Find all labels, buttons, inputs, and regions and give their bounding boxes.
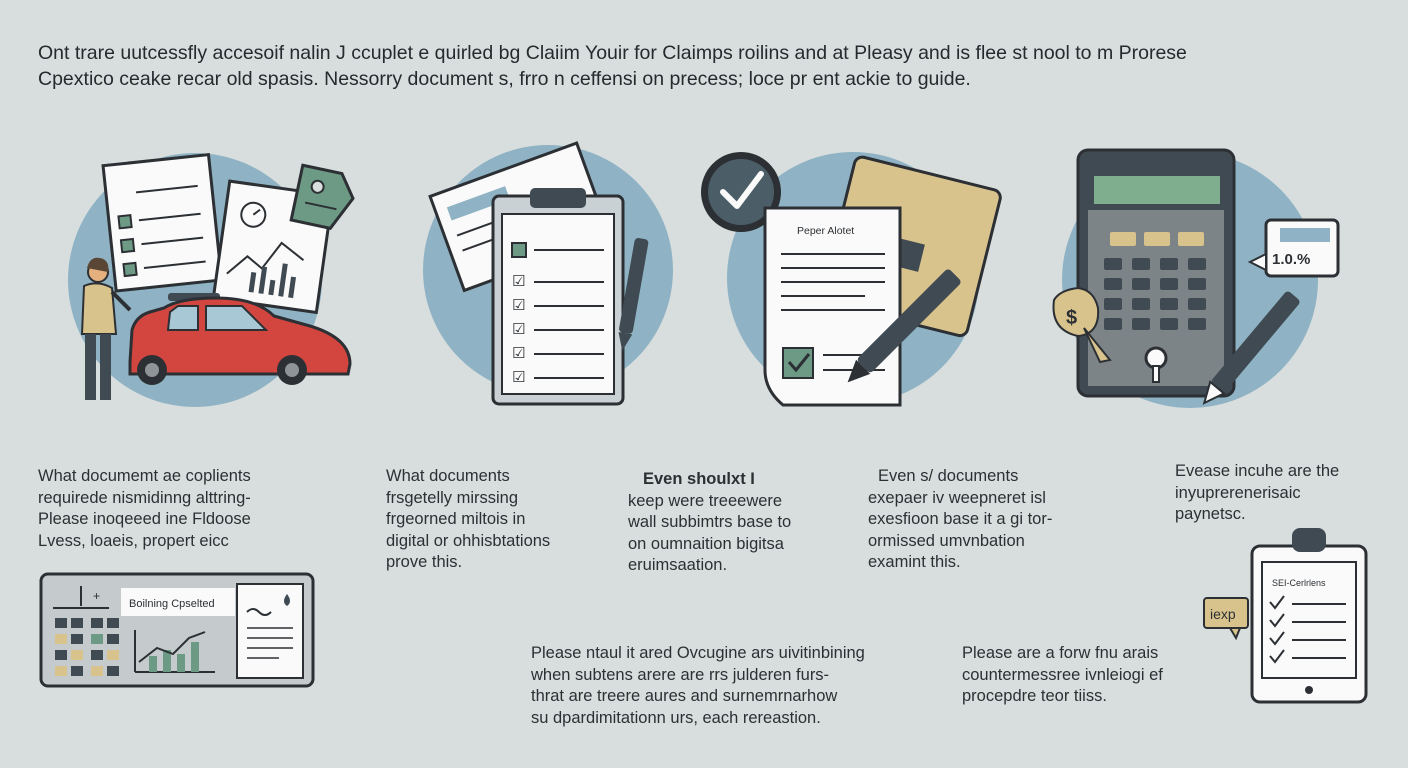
column-4-line: Even s/ documents bbox=[878, 467, 1019, 485]
column-3-text: Even shoulxt I keep were treeewere wall … bbox=[628, 469, 791, 577]
column-5-text: Evease incuhe are the inyuprerenerisaic … bbox=[1175, 461, 1339, 526]
dashboard-grid-buttons bbox=[55, 618, 119, 676]
dashboard-label: Boilning Cpselted bbox=[129, 598, 215, 610]
svg-text:☑: ☑ bbox=[512, 273, 525, 290]
column-1-line: Lvess, loaeis, propert eicc bbox=[38, 531, 229, 550]
checklist-items: ☑ ☑ ☑ ☑ ☑ bbox=[511, 242, 604, 386]
column-3-line: on oumnaition bigitsa bbox=[628, 534, 784, 553]
column-1-line: What documemt ae coplients bbox=[38, 467, 251, 485]
column-3-line: eruimsaation. bbox=[628, 556, 728, 574]
intro-line-1: Ont trare uutcessfly accesoif nalin J cc… bbox=[38, 42, 1187, 64]
settings-icon: + bbox=[53, 586, 109, 609]
calculator-percentage: 1.0.% bbox=[1272, 251, 1310, 268]
column-3-heading: Even shoulxt I bbox=[643, 470, 755, 488]
column-1-line: Please inoqeeed ine Fldoose bbox=[38, 510, 251, 528]
paper-checkbox-icon bbox=[782, 347, 814, 379]
bottom-left-line: su dpardimitationn urs, each rereastion. bbox=[531, 708, 821, 727]
dashboard-bar-chart-icon bbox=[134, 630, 215, 673]
clipboard-checklist-illustration: ☑ ☑ ☑ ☑ ☑ bbox=[423, 141, 673, 406]
pen-icon-2 bbox=[1202, 291, 1300, 405]
column-4-line: exepaer iv weepneret isl bbox=[868, 488, 1046, 507]
clipboard-clip-icon bbox=[530, 188, 586, 208]
column-2-line: prove this. bbox=[386, 553, 463, 571]
bottom-left-line: thrat are treere aures and surnemrnarhow bbox=[531, 687, 838, 705]
check-badge-icon bbox=[701, 152, 781, 232]
column-1-text: What documemt ae coplients requirede nis… bbox=[38, 466, 251, 552]
dashboard-report-card bbox=[236, 583, 304, 679]
dashboard-label-box bbox=[121, 588, 235, 616]
intro-paragraph: Ont trare uutcessfly accesoif nalin J cc… bbox=[38, 40, 1378, 92]
tablet-checklist-items bbox=[1269, 595, 1346, 664]
bottom-right-line: procepdre teor tiiss. bbox=[962, 687, 1107, 705]
tablet-badge-label: iexp bbox=[1210, 606, 1236, 622]
approved-paper-illustration: Peper Alotet bbox=[701, 152, 1002, 407]
percent-tag: 1.0.% bbox=[1247, 218, 1340, 278]
bottom-left-paragraph: Please ntaul it ared Ovcugine ars uiviti… bbox=[531, 643, 865, 729]
column-3-line: keep were treeewere bbox=[628, 491, 783, 510]
calculator-illustration: $ 1.0.% bbox=[1052, 148, 1340, 408]
svg-text:☑: ☑ bbox=[512, 345, 525, 362]
tablet-clip-icon bbox=[1292, 528, 1326, 552]
red-car-icon bbox=[128, 293, 352, 385]
calculator-keys bbox=[1104, 232, 1206, 330]
svg-text:☑: ☑ bbox=[512, 321, 525, 338]
column-3-line: wall subbimtrs base to bbox=[628, 513, 792, 531]
svg-text:☑: ☑ bbox=[512, 369, 525, 386]
paper-document-title: Peper Alotet bbox=[797, 225, 854, 237]
column-4-line: examint this. bbox=[868, 553, 961, 571]
bottom-left-line: Please ntaul it ared Ovcugine ars uiviti… bbox=[531, 644, 865, 662]
column-4-text: Even s/ documents exepaer iv weepneret i… bbox=[868, 466, 1052, 574]
column-4-line: exesfioon base it a gi tor- bbox=[868, 510, 1053, 528]
bottom-right-paragraph: Please are a forw fnu arais countermessr… bbox=[962, 643, 1163, 708]
bottom-left-line: when subtens arere are rrs julderen furs… bbox=[531, 665, 830, 684]
svg-text:+: + bbox=[93, 589, 100, 603]
column-1-line: requirede nismidinng alttring- bbox=[38, 488, 251, 507]
column-5-line: paynetsc. bbox=[1175, 505, 1246, 523]
column-4-line: ormissed umvnbation bbox=[868, 531, 1025, 550]
column-5-line: inyuprerenerisaic bbox=[1175, 483, 1301, 502]
pencil-icon bbox=[847, 269, 961, 383]
calculator-screen bbox=[1094, 176, 1220, 204]
checklist-document-icon bbox=[101, 152, 224, 293]
column-2-line: What documents bbox=[386, 467, 510, 485]
column-2-text: What documents frsgetelly mirssing frgeo… bbox=[386, 466, 550, 574]
column-2-line: frsgetelly mirssing bbox=[386, 488, 519, 507]
column-2-line: frgeorned miltois in bbox=[386, 510, 526, 528]
car-claim-illustration bbox=[68, 152, 355, 407]
dashboard-panel-illustration: + Boilning Cpselted bbox=[39, 572, 315, 688]
pen-icon bbox=[618, 238, 649, 351]
tablet-checklist-illustration: SEI-Cerlrlens iexp bbox=[1203, 528, 1368, 704]
lock-icon bbox=[1144, 346, 1168, 383]
bottom-right-line: countermessree ivnleiogi ef bbox=[962, 665, 1163, 684]
tablet-checklist-title: SEI-Cerlrlens bbox=[1272, 578, 1326, 588]
bottom-right-line: Please are a forw fnu arais bbox=[962, 644, 1159, 662]
money-bag-icon: $ bbox=[1052, 286, 1112, 364]
intro-line-2: Cpextico ceake recar old spasis. Nessorr… bbox=[38, 68, 971, 90]
tablet-badge: iexp bbox=[1203, 597, 1249, 641]
svg-text:☑: ☑ bbox=[512, 297, 525, 314]
column-5-line: Evease incuhe are the bbox=[1175, 462, 1340, 480]
person-icon bbox=[80, 257, 132, 400]
currency-symbol: $ bbox=[1066, 307, 1077, 329]
price-tag-icon bbox=[289, 163, 355, 231]
column-2-line: digital or ohhisbtations bbox=[386, 531, 551, 550]
